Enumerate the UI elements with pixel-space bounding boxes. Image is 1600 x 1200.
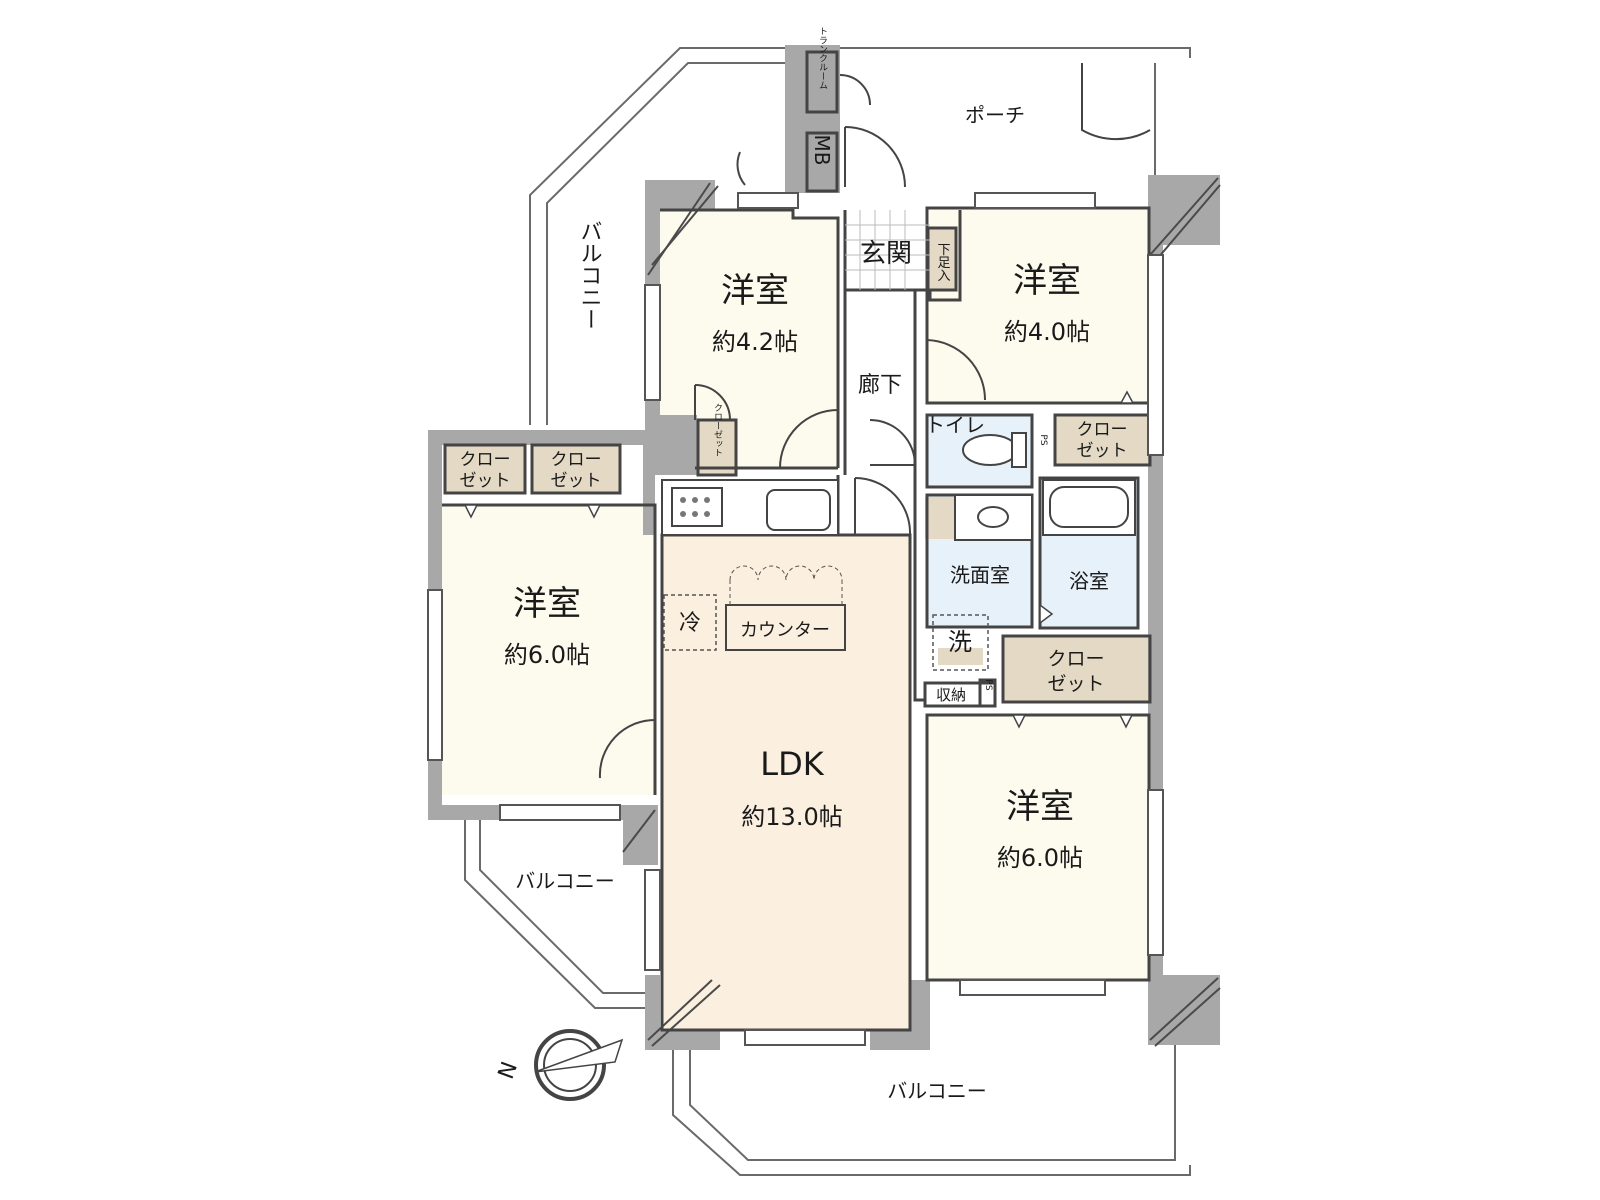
room-name-western-ne: 洋室: [1013, 261, 1081, 301]
shoe-box-label: 下足入: [935, 243, 951, 282]
room-name-western-nw: 洋室: [721, 271, 789, 311]
ps-label-lower: PS: [983, 679, 993, 690]
room-size-ldk: 約13.0帖: [741, 803, 842, 831]
kitchen-counter: [661, 479, 839, 536]
room-size-western-w: 約6.0帖: [504, 641, 590, 669]
closet-label-se-1: クロー: [1047, 648, 1104, 670]
counter-island: [725, 565, 846, 651]
closet-label-small: クローゼット: [712, 403, 723, 457]
room-size-western-se: 約6.0帖: [997, 844, 1083, 872]
closet-label-w2-1: クロー: [551, 450, 602, 470]
washer-label: 洗: [948, 628, 972, 656]
room-name-ldk: LDK: [760, 745, 824, 783]
genkan-tile: [845, 210, 930, 290]
fridge-label: 冷: [679, 611, 701, 636]
bathroom-label: 浴室: [1069, 569, 1109, 593]
washbasin-fixture: [954, 494, 1033, 541]
porch-label: ポーチ: [965, 103, 1025, 127]
closet-label-w2-2: ゼット: [551, 471, 602, 491]
closet-label-ne-2: ゼット: [1077, 441, 1128, 461]
toilet-fixture: [962, 432, 1027, 468]
doors: [598, 63, 1151, 779]
closet-label-se-2: ゼット: [1047, 673, 1104, 695]
bathtub-fixture: [1042, 479, 1136, 536]
compass-icon: [534, 1029, 624, 1101]
balcony-label-west: バルコニー: [577, 220, 602, 330]
counter-label: カウンター: [740, 620, 830, 641]
closet-label-w1-2: ゼット: [460, 471, 511, 491]
mb-label: MB: [810, 135, 834, 166]
room-fills: [442, 52, 1150, 1030]
washroom-label: 洗面室: [950, 563, 1010, 587]
ps-label-upper: PS: [1038, 434, 1048, 445]
genkan-label: 玄関: [860, 239, 912, 269]
windows: [427, 192, 1164, 1046]
trunk-room-label: トランクルーム: [817, 27, 828, 90]
balcony-outlines: [464, 47, 1191, 1176]
room-size-western-nw: 約4.2帖: [712, 328, 798, 356]
washer-space: [932, 614, 989, 671]
balcony-label-southwest: バルコニー: [515, 869, 615, 893]
toilet-label: トイレ: [925, 413, 985, 437]
hallway-label: 廊下: [858, 373, 902, 398]
closet-label-ne-1: クロー: [1077, 420, 1128, 440]
closet-label-w1-1: クロー: [460, 450, 511, 470]
storage-label: 収納: [936, 686, 966, 704]
compass-north-label: N: [494, 1059, 523, 1083]
room-name-western-w: 洋室: [513, 584, 581, 624]
wall-hatching: [622, 177, 1221, 1047]
closet-markers: [463, 390, 1135, 729]
balcony-label-south: バルコニー: [887, 1079, 987, 1103]
room-name-western-se: 洋室: [1006, 787, 1074, 827]
room-size-western-ne: 約4.0帖: [1004, 318, 1090, 346]
fridge-space: [663, 594, 717, 651]
